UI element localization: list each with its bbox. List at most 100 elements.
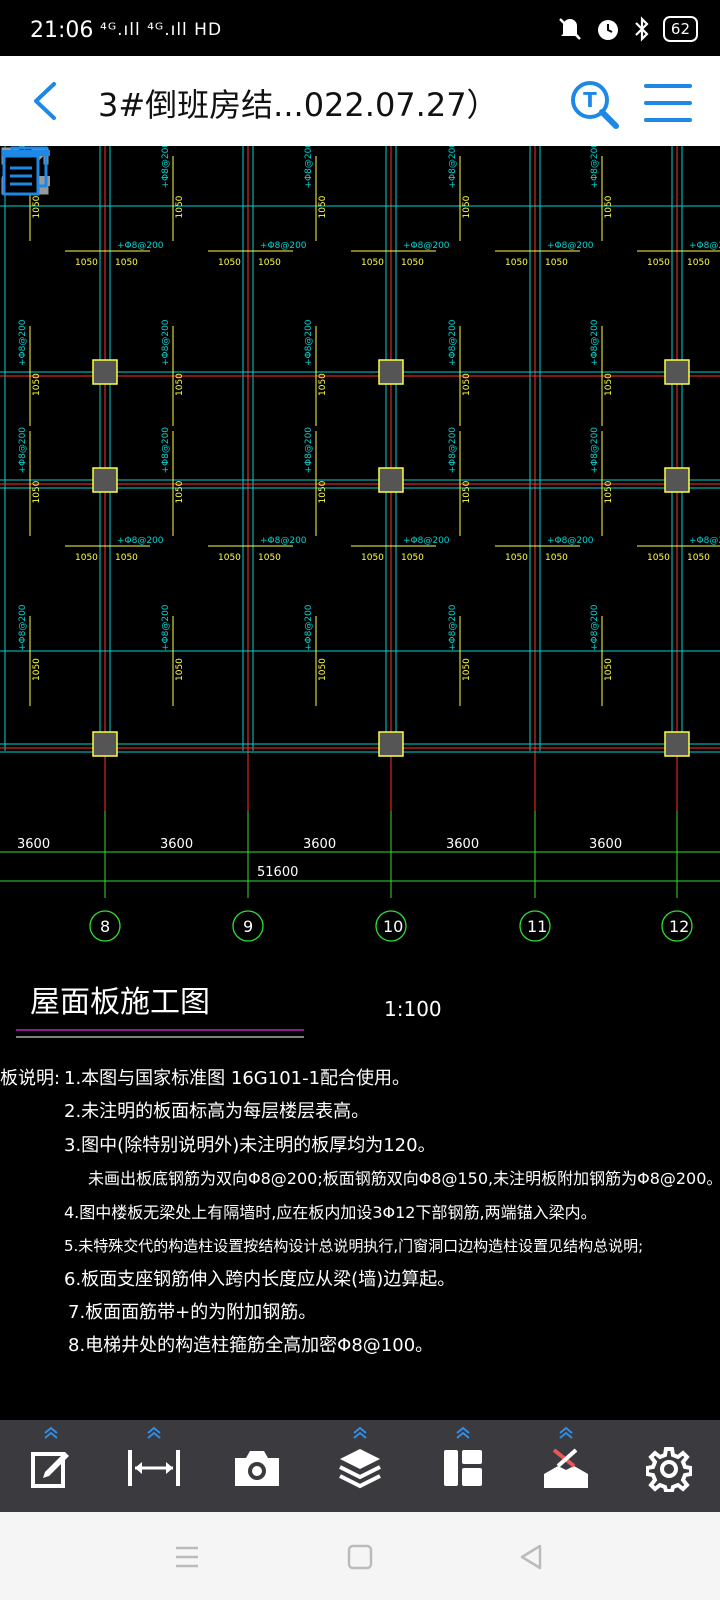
rebar-length: 1050 bbox=[258, 258, 281, 268]
column bbox=[92, 467, 118, 493]
axis-bubble bbox=[375, 910, 407, 942]
rebar-label: +Φ8@200 bbox=[18, 427, 28, 474]
layout-button[interactable] bbox=[411, 1420, 514, 1512]
back-icon[interactable] bbox=[22, 76, 72, 126]
note-2: 2.未注明的板面标高为每层楼层表高。 bbox=[64, 1101, 369, 1122]
rebar-label: +Φ8@200 bbox=[403, 241, 450, 251]
rebar-length: 1050 bbox=[647, 553, 670, 563]
rebar-label: +Φ8@200 bbox=[448, 319, 458, 366]
rebar-length: 1050 bbox=[687, 258, 710, 268]
axis-label: 9 bbox=[243, 917, 253, 936]
rebar-label: +Φ8@200 bbox=[304, 146, 314, 189]
rebar-label: +Φ8@200 bbox=[260, 536, 307, 546]
text-search-icon[interactable]: T bbox=[566, 76, 622, 132]
rebar-length: 1050 bbox=[401, 258, 424, 268]
chevron-up-icon bbox=[44, 1426, 59, 1439]
status-bar: 21:06 ⁴ᴳ.ıll ⁴ᴳ.ıll HD 62 bbox=[0, 0, 720, 56]
menu-icon[interactable] bbox=[640, 80, 696, 126]
camera-button[interactable] bbox=[206, 1420, 309, 1512]
rebar-label: +Φ8@200 bbox=[304, 604, 314, 651]
home-icon[interactable] bbox=[345, 1542, 375, 1572]
span-dimension: 3600 bbox=[17, 837, 50, 852]
rebar-length: 1050 bbox=[647, 258, 670, 268]
rebar-length: 1050 bbox=[115, 258, 138, 268]
rebar-length: 1050 bbox=[318, 195, 328, 218]
edit-icon bbox=[31, 1452, 70, 1488]
column bbox=[378, 467, 404, 493]
note-3-detail: 未画出板底钢筋为双向Φ8@200;板面钢筋双向Φ8@150,未注明板附加钢筋为Φ… bbox=[88, 1169, 720, 1188]
rebar-length: 1050 bbox=[604, 373, 614, 396]
rebar-length: 1050 bbox=[505, 553, 528, 563]
rebar-length: 1050 bbox=[604, 658, 614, 681]
axis-label: 8 bbox=[100, 917, 110, 936]
plan-title: 屋面板施工图 bbox=[30, 985, 210, 1020]
rebar-label: +Φ8@200 bbox=[161, 319, 171, 366]
notes-label: 板说明: bbox=[0, 1068, 60, 1089]
rebar-length: 1050 bbox=[604, 480, 614, 503]
rebar-label: +Φ8@200 bbox=[448, 604, 458, 651]
rebar-label: +Φ8@200 bbox=[590, 427, 600, 474]
chevron-up-icon bbox=[147, 1426, 161, 1439]
status-time: 21:06 bbox=[30, 18, 94, 43]
rebar-length: 1050 bbox=[32, 195, 42, 218]
layers-button[interactable] bbox=[309, 1420, 412, 1512]
column bbox=[92, 731, 118, 757]
rebar-length: 1050 bbox=[218, 553, 241, 563]
rebar-length: 1050 bbox=[361, 258, 384, 268]
span-dimension: 3600 bbox=[303, 837, 336, 852]
axis-bubble bbox=[89, 910, 121, 942]
rebar-length: 1050 bbox=[545, 258, 568, 268]
rebar-label: +Φ8@200 bbox=[448, 427, 458, 474]
rebar-length: 1050 bbox=[32, 480, 42, 503]
span-dimension: 3600 bbox=[446, 837, 479, 852]
axis-bubble bbox=[519, 910, 551, 942]
rebar-length: 1050 bbox=[175, 195, 185, 218]
column bbox=[664, 731, 690, 757]
drawing-canvas[interactable]: +Φ8@200 1050 +Φ8@200 1050 +Φ8@200 1050 +Φ8@200… bbox=[0, 146, 720, 1420]
settings-button[interactable] bbox=[617, 1420, 720, 1512]
status-icons: 62 bbox=[557, 14, 698, 44]
measure-icon bbox=[128, 1450, 181, 1486]
rebar-length: 1050 bbox=[318, 480, 328, 503]
rebar-label: +Φ8@200 bbox=[161, 604, 171, 651]
note-7: 7.板面面筋带+的为附加钢筋。 bbox=[68, 1302, 316, 1323]
rebar-length: 1050 bbox=[361, 553, 384, 563]
note-6: 6.板面支座钢筋伸入跨内长度应从梁(墙)边算起。 bbox=[64, 1269, 455, 1290]
plan-grid bbox=[0, 146, 720, 811]
battery-indicator: 62 bbox=[662, 16, 698, 42]
cad-drawing[interactable]: +Φ8@200 1050 +Φ8@200 1050 +Φ8@200 1050 +Φ8@200… bbox=[0, 146, 720, 1420]
rebar-length: 1050 bbox=[462, 658, 472, 681]
tools-button[interactable] bbox=[514, 1420, 617, 1512]
svg-text:T: T bbox=[583, 88, 597, 112]
layout-icon bbox=[443, 1450, 482, 1486]
axis-label: 10 bbox=[383, 917, 403, 936]
rebar-length: 1050 bbox=[318, 658, 328, 681]
span-dimension: 3600 bbox=[160, 837, 193, 852]
rebar-length: 1050 bbox=[75, 258, 98, 268]
column bbox=[664, 467, 690, 493]
rebar-label: +Φ8@200 bbox=[689, 241, 720, 251]
system-nav-bar bbox=[0, 1512, 720, 1600]
sheet-list-icon[interactable] bbox=[0, 146, 50, 198]
annotate-button[interactable] bbox=[0, 1420, 103, 1512]
column bbox=[378, 359, 404, 385]
rebar-label: +Φ8@200 bbox=[117, 241, 164, 251]
back-nav-icon[interactable] bbox=[516, 1542, 546, 1572]
column bbox=[92, 359, 118, 385]
rebar-label: +Φ8@200 bbox=[117, 536, 164, 546]
measure-button[interactable] bbox=[103, 1420, 206, 1512]
rebar-length: 1050 bbox=[687, 553, 710, 563]
rebar-length: 1050 bbox=[462, 195, 472, 218]
rebar-length: 1050 bbox=[115, 553, 138, 563]
drawing-scale: 1:100 bbox=[384, 997, 442, 1021]
drawing-text: 屋面板施工图 1:100 板说明: 1.本图与国家标准图 16G101-1配合使… bbox=[0, 985, 720, 1356]
recent-apps-icon[interactable] bbox=[172, 1542, 202, 1572]
network-indicator: ⁴ᴳ.ıll ⁴ᴳ.ıll HD bbox=[100, 20, 223, 40]
alarm-icon bbox=[597, 20, 618, 40]
rebar-length: 1050 bbox=[175, 480, 185, 503]
rebar-length: 1050 bbox=[218, 258, 241, 268]
note-3: 3.图中(除特别说明外)未注明的板厚均为120。 bbox=[64, 1135, 436, 1156]
mute-icon bbox=[559, 18, 581, 40]
rebar-length: 1050 bbox=[32, 373, 42, 396]
